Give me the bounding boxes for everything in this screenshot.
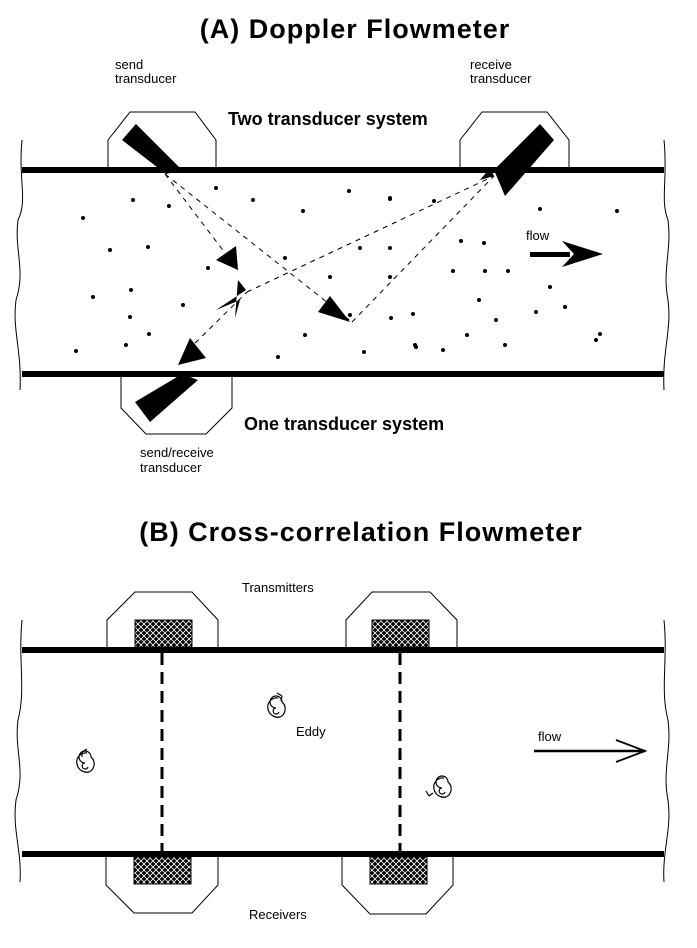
particle-dot (128, 315, 132, 319)
particle-dot (328, 275, 332, 279)
flow-label-b: flow (538, 729, 562, 744)
panel-b: (B) Cross-correlation Flowmeter Transmit… (14, 517, 670, 922)
receiver-element-2 (369, 856, 428, 885)
particle-dot (506, 269, 510, 273)
particle-dot (538, 207, 542, 211)
particle-dot (251, 198, 255, 202)
send-receive-label-line2: transducer (140, 460, 202, 475)
flow-label-a: flow (526, 228, 550, 243)
particle-dot (563, 305, 567, 309)
beam-arrowhead (216, 246, 238, 270)
particle-dot (283, 256, 287, 260)
panel-a-title: (A) Doppler Flowmeter (200, 14, 511, 44)
beam-arrowhead (216, 280, 246, 318)
particle-dot (451, 269, 455, 273)
particle-dot (74, 349, 78, 353)
pipe-top-wall-a (22, 167, 664, 173)
transmitter-element-2 (371, 619, 430, 648)
send-receive-label-line1: send/receive (140, 445, 214, 460)
particle-dot (534, 310, 538, 314)
transmitter-element-1 (134, 619, 193, 648)
particle-dot (503, 343, 507, 347)
send-transducer-label-line1: send (115, 57, 143, 72)
particle-dot (124, 343, 128, 347)
flow-arrow-head-a (562, 241, 603, 267)
pipe-break-left-a (14, 139, 24, 391)
panel-b-title: (B) Cross-correlation Flowmeter (139, 517, 583, 547)
particle-dot (362, 350, 366, 354)
particle-dot (459, 239, 463, 243)
pipe-break-right-b (663, 619, 670, 883)
particle-dot (389, 316, 393, 320)
send-transducer-label-line2: transducer (115, 71, 177, 86)
particle-dot (477, 298, 481, 302)
beam-send-to-particle2 (164, 173, 353, 323)
two-transducer-system-label: Two transducer system (228, 109, 428, 129)
particle-dot (483, 269, 487, 273)
particle-dot (594, 338, 598, 342)
beam-particle2-to-receive (351, 175, 495, 323)
particle-dot (348, 313, 352, 317)
particle-dot (146, 245, 150, 249)
eddy-icon (76, 748, 95, 773)
particle-dot (91, 295, 95, 299)
receivers-label: Receivers (249, 907, 307, 922)
receive-transducer-element (494, 124, 554, 196)
pipe-bottom-wall-a (22, 371, 664, 377)
particle-dot (206, 266, 210, 270)
particle-dot (147, 332, 151, 336)
particle-dot (598, 332, 602, 336)
particle-dot (167, 204, 171, 208)
particle-dot (276, 355, 280, 359)
particle-dot (358, 246, 362, 250)
beam-arrowhead (480, 168, 494, 180)
send-receive-transducer-element (135, 374, 198, 422)
transmitters-label: Transmitters (242, 580, 314, 595)
flow-arrow-shaft-a (530, 252, 570, 257)
particle-dot (388, 246, 392, 250)
pipe-top-wall-b (22, 647, 664, 653)
pipe-break-left-b (14, 619, 23, 883)
particle-dot (482, 241, 486, 245)
particle-dot (81, 216, 85, 220)
receive-transducer-label-line1: receive (470, 57, 512, 72)
particle-dot (494, 318, 498, 322)
send-transducer-element (122, 124, 182, 174)
particle-dot (465, 333, 469, 337)
pipe-break-right-a (663, 139, 670, 391)
receiver-element-1 (133, 856, 192, 885)
particle-dot (615, 209, 619, 213)
particle-dot (108, 248, 112, 252)
flow-arrow-head-b (615, 739, 648, 763)
particle-dot (411, 312, 415, 316)
one-transducer-system-label: One transducer system (244, 414, 444, 434)
ultrasound-beams (164, 173, 495, 351)
beam-sendreceive-to-particle (187, 291, 248, 351)
particle-dot (303, 333, 307, 337)
particle-dot (214, 186, 218, 190)
particle-dot (388, 197, 392, 201)
particle-dot (301, 209, 305, 213)
beam-particle1-to-receive (246, 175, 495, 293)
eddy-icon (425, 775, 452, 798)
particles (74, 186, 619, 359)
beam-arrowhead (318, 296, 350, 322)
particle-dot (432, 199, 436, 203)
eddy-icon (267, 692, 286, 718)
particle-dot (129, 288, 133, 292)
eddy-label: Eddy (296, 724, 326, 739)
receive-transducer-label-line2: transducer (470, 71, 532, 86)
particle-dot (388, 275, 392, 279)
particle-dot (548, 285, 552, 289)
particle-dot (413, 343, 417, 347)
pipe-bottom-wall-b (22, 851, 664, 857)
particle-dot (181, 303, 185, 307)
particle-dot (441, 348, 445, 352)
beam-arrowhead (178, 338, 206, 365)
particle-dot (131, 198, 135, 202)
panel-a: (A) Doppler Flowmeter send transducer re… (14, 14, 670, 475)
particle-dot (347, 189, 351, 193)
